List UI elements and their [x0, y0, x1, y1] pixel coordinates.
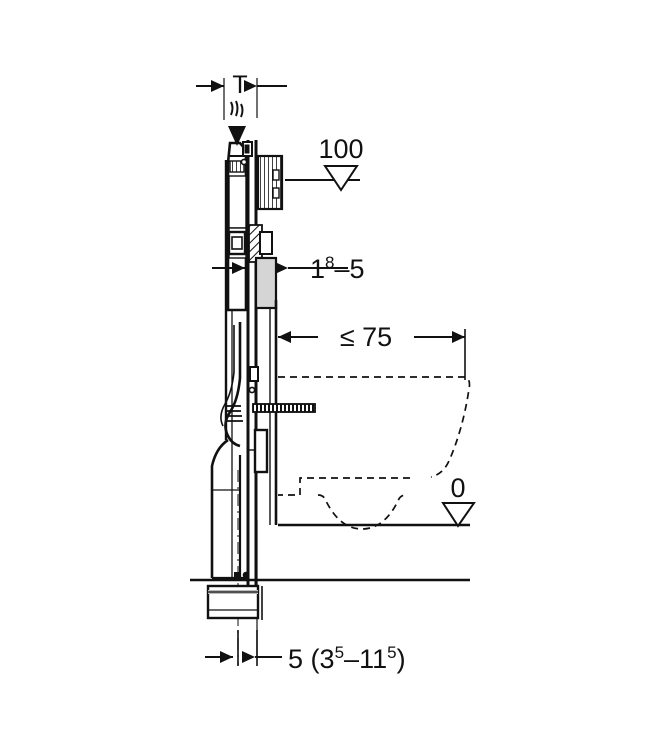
- dimension-wall-thickness: 18–5: [212, 253, 365, 284]
- water-inlet-arrow-icon: [228, 100, 246, 146]
- level-mark-0: 0: [278, 473, 476, 528]
- dim-18-5-label: 18–5: [310, 253, 365, 284]
- below-floor-outlet: [206, 584, 263, 620]
- dim-le75-label: ≤ 75: [340, 322, 392, 352]
- frame-hole: [248, 386, 256, 394]
- threaded-rod: [252, 403, 316, 413]
- inspection-port: [240, 158, 248, 166]
- dim-18-5-separator: –: [335, 254, 350, 284]
- dim-bottom-high-base: 11: [359, 644, 387, 674]
- frame-slot: [249, 366, 259, 382]
- dim-bottom-close-paren: ): [397, 644, 406, 674]
- flush-pipe-bellows: [225, 405, 243, 422]
- level-0-label: 0: [450, 473, 465, 503]
- dim-bottom-dash: –: [344, 644, 359, 674]
- level-0-triangle: [441, 502, 476, 528]
- dim-bottom-label: 5 (35–115): [288, 643, 406, 674]
- dimension-outlet-offset: 5 (35–115): [205, 630, 406, 674]
- dim-18-5-suffix: 5: [350, 254, 365, 284]
- cistern-inner-chamber: [228, 175, 247, 229]
- dim-bottom-low-base: 3: [320, 644, 335, 674]
- dim-bottom-low-sup: 5: [335, 643, 344, 662]
- wall-sleeve-hatched: [248, 224, 273, 263]
- foot-fixing-right: [242, 571, 250, 579]
- flush-pipe-inner: [220, 325, 235, 427]
- dim-18-5-base: 1: [310, 254, 325, 284]
- lower-bracket: [248, 428, 269, 474]
- wc-ceramic-outline: [278, 376, 471, 530]
- level-100-triangle: [323, 165, 359, 192]
- level-mark-100: 100: [285, 134, 364, 192]
- connector-box: [256, 154, 284, 211]
- cistern-lid-grill: [229, 160, 245, 173]
- dim-18-5-superscript: 8: [325, 253, 334, 272]
- actuator-button: [244, 144, 250, 154]
- waste-bend-outer: [210, 438, 229, 578]
- dim-le75-label-mask: [318, 322, 414, 354]
- wc-outline-bowl: [317, 494, 407, 530]
- flush-pipe: [224, 322, 242, 448]
- finished-wall-block: [254, 256, 278, 310]
- dim-bottom-high-sup: 5: [387, 643, 396, 662]
- depth-T-label: T: [232, 71, 247, 99]
- wc-outline-bottom-shelf: [278, 477, 410, 496]
- flush-valve-inner: [231, 236, 243, 250]
- dimension-depth-T: T: [196, 71, 287, 99]
- dimension-projection: ≤ 75: [278, 322, 466, 380]
- foot-fixing-left: [234, 572, 240, 578]
- dim-bottom-main: 5: [288, 644, 303, 674]
- dim-bottom-open-paren: (: [311, 644, 320, 674]
- inlet-triangle: [228, 126, 246, 146]
- level-100-label: 100: [318, 134, 363, 164]
